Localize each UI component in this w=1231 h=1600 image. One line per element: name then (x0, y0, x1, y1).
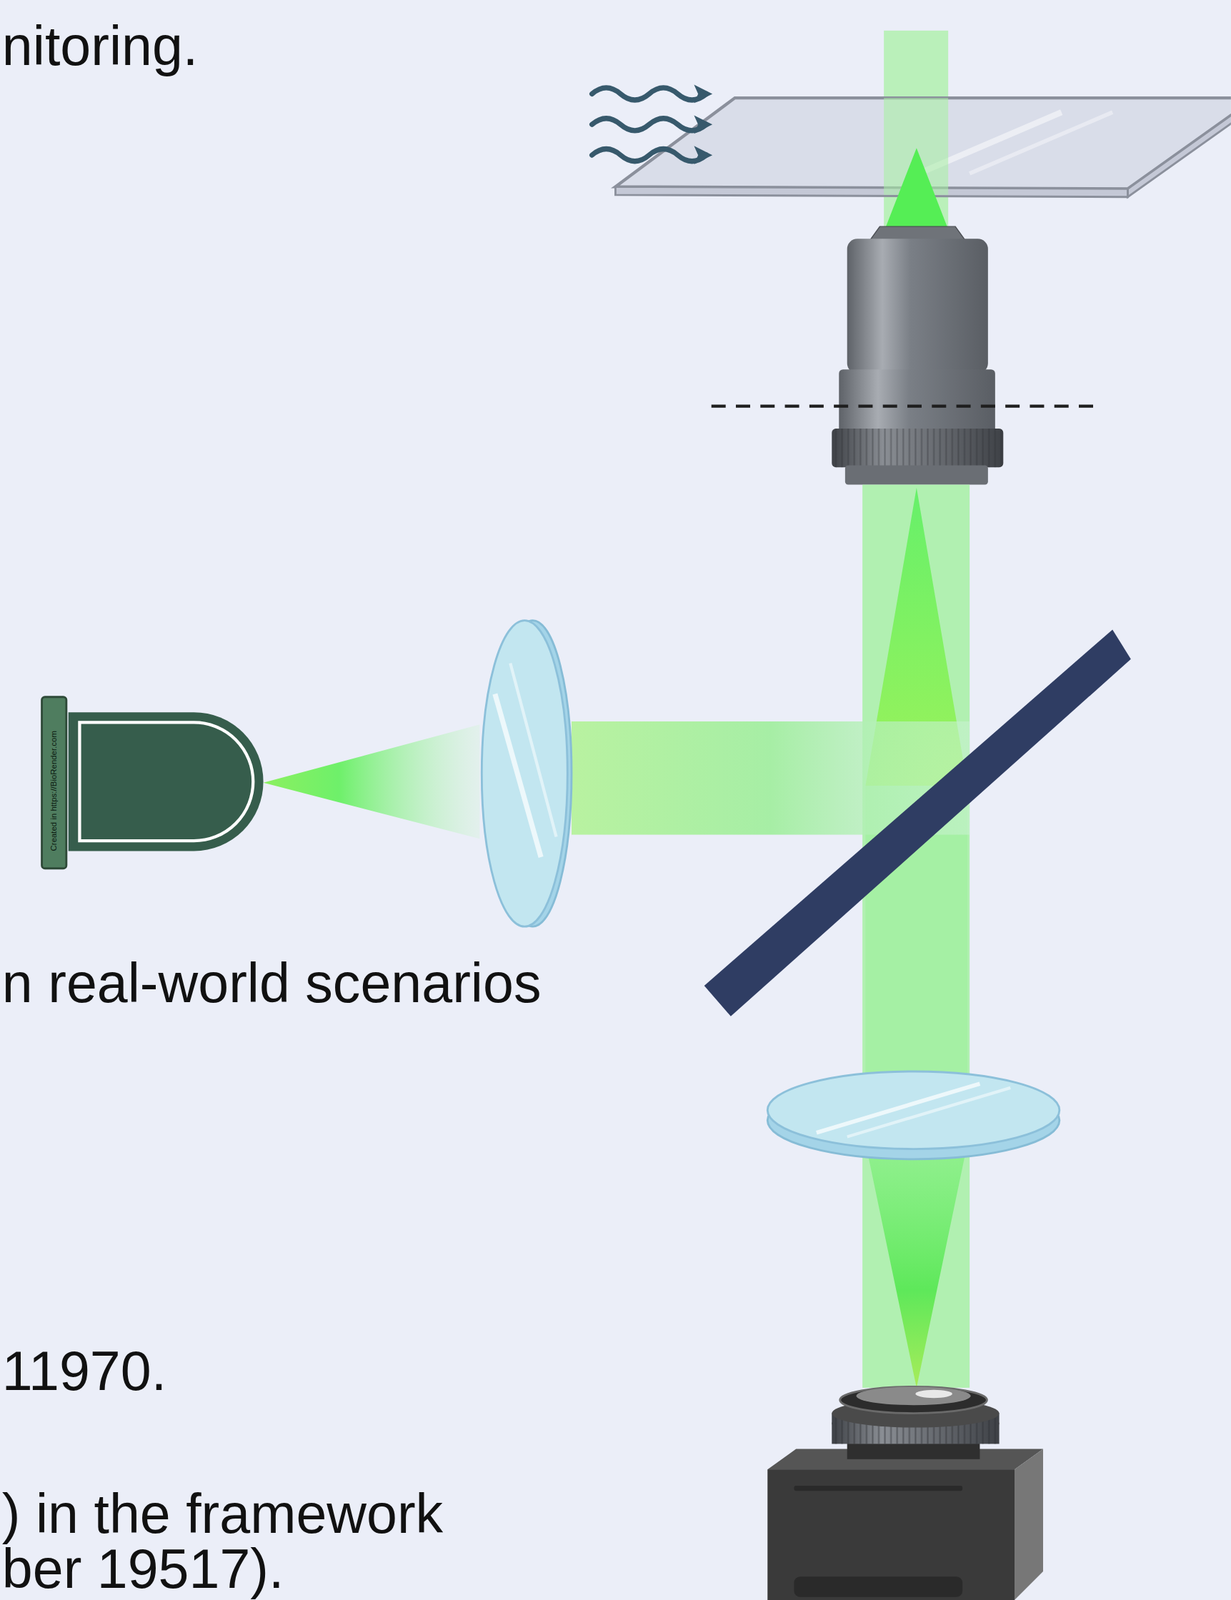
flow-arrows-part (693, 145, 713, 165)
microscope-slide-part (1128, 97, 1231, 198)
tube-lens-part (816, 1083, 981, 1134)
objective-lens-part (831, 428, 1004, 468)
flow-arrows-part (592, 87, 707, 101)
vertical-beam-part (865, 1143, 968, 1389)
led-light-source-part (42, 697, 67, 869)
poster-text: ber 19517). (2, 1541, 285, 1597)
vertical-beam-part (862, 485, 970, 1389)
led-light-source (42, 697, 264, 869)
flow-arrows-part (693, 85, 713, 104)
camera-part (915, 1390, 952, 1399)
camera-part (1014, 1449, 1044, 1600)
flow-arrows-part (592, 118, 707, 131)
objective-lens-part (845, 465, 989, 485)
collimating-lens-part (495, 693, 541, 858)
vertical-beam (862, 485, 970, 1389)
focus-cone-part (885, 147, 948, 227)
collimating-lens-part (481, 620, 568, 928)
camera-part (856, 1386, 971, 1406)
led-light-source-part (68, 712, 264, 851)
objective-lens-part (869, 226, 966, 241)
dichroic-mirror-part (704, 629, 1131, 1016)
upper-beam-part (883, 30, 949, 241)
poster-text: 11970. (2, 1343, 167, 1399)
back-focal-plane-line (711, 405, 1101, 407)
back-focal-plane-line-part (711, 404, 1101, 408)
camera-part (840, 1386, 988, 1414)
flow-arrows-part (592, 149, 707, 162)
objective-lens-part (831, 428, 1004, 468)
focus-cone (885, 147, 948, 227)
illumination-beam-part (263, 724, 481, 839)
collimating-lens (481, 620, 572, 928)
dichroic-mirror (704, 629, 1131, 1016)
objective-lens-part (847, 238, 989, 374)
camera-part (793, 1576, 963, 1598)
flow-arrows (592, 85, 714, 165)
camera-part (793, 1486, 963, 1492)
collimating-lens-part (510, 663, 556, 838)
tube-lens-part (847, 1088, 1011, 1138)
upper-beam (883, 30, 949, 241)
objective-lens-part (838, 369, 996, 433)
watermark: Created in https://BioRender.com (50, 730, 58, 851)
microscope-slide-part (969, 112, 1113, 174)
led-light-source-part (79, 722, 253, 841)
illumination-beam (263, 721, 971, 839)
camera (767, 1386, 1044, 1600)
poster-text: nitoring. (2, 18, 198, 74)
microscope-slide-part (615, 186, 1128, 197)
tube-lens-part (767, 1071, 1060, 1150)
objective-lens (831, 226, 1004, 485)
camera-part (767, 1469, 1015, 1600)
poster-text: ) in the framework (2, 1486, 443, 1542)
tube-lens (767, 1071, 1060, 1160)
flow-arrows-part (693, 115, 713, 134)
poster-text: n real-world scenarios (2, 955, 542, 1011)
